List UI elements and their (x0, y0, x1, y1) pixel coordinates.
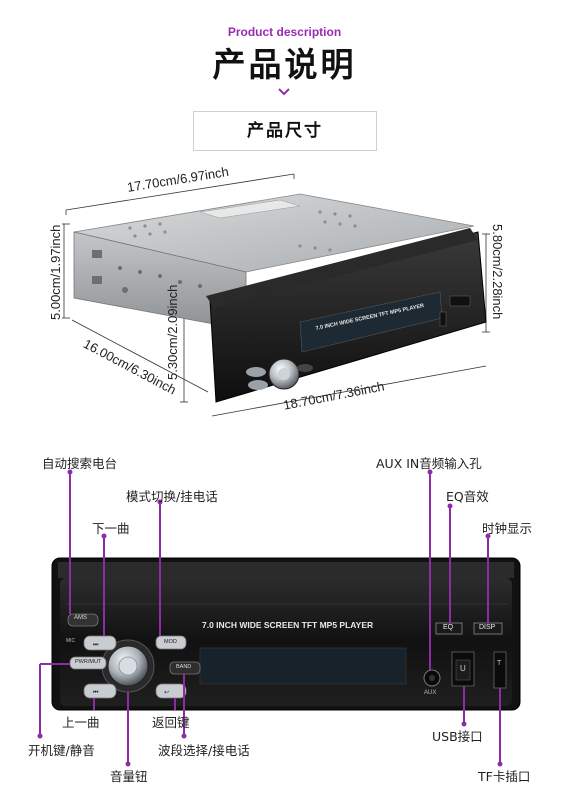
product-description-label: Product description (227, 25, 342, 39)
svg-text:↩: ↩ (164, 690, 169, 696)
dim-right-height: 5.80cm/2.28inch (490, 224, 505, 320)
callout-next-track: 下一曲 (92, 521, 130, 536)
aux-label: AUX (424, 690, 437, 696)
callout-mode-switch: 模式切换/挂电话 (126, 489, 218, 504)
callout-power-mute: 开机键/静音 (28, 743, 95, 758)
eq-button[interactable]: EQ (443, 624, 454, 631)
usb-mark: U (460, 664, 466, 673)
dim-panel-height: 5.30cm/2.09inch (165, 284, 180, 380)
ams-button[interactable]: AMS (74, 615, 88, 621)
mic-label: MIC (66, 638, 76, 644)
page-title: 产品说明 (212, 45, 357, 84)
svg-text:⏭: ⏭ (93, 642, 99, 648)
tf-mark: T (497, 660, 502, 667)
callout-auto-search: 自动搜索电台 (42, 456, 118, 471)
dimension-lines (62, 173, 490, 417)
screen-label: 7.0 INCH WIDE SCREEN TFT MP5 PLAYER (202, 620, 374, 630)
svg-text:⏮: ⏮ (93, 690, 99, 696)
callout-lines (39, 472, 501, 764)
section-title-dimensions: 产品尺寸 (193, 111, 377, 151)
mod-button[interactable]: MOD (164, 639, 177, 645)
callout-volume: 音量钮 (110, 769, 148, 784)
device-front-view: ⏭ ⏮ ↩ (51, 557, 521, 711)
callout-clock: 时钟显示 (482, 521, 533, 536)
front-panel-angled: 7.0 INCH WIDE SCREEN TFT MP5 PLAYER (206, 228, 487, 403)
chevron-down-icon (278, 88, 290, 96)
callout-back: 返回键 (152, 715, 190, 730)
callout-eq: EQ音效 (446, 489, 489, 504)
chassis (73, 193, 475, 331)
callout-aux-in: AUX IN音频输入孔 (376, 456, 482, 471)
band-button[interactable]: BAND (176, 664, 192, 670)
callout-tf: TF卡插口 (478, 769, 531, 784)
callout-usb: USB接口 (432, 729, 483, 744)
pwr-mut-button[interactable]: PWR/MUT (75, 659, 102, 665)
disp-button[interactable]: DISP (479, 624, 496, 631)
dim-left-height: 5.00cm/1.97inch (48, 224, 63, 320)
callout-prev-track: 上一曲 (62, 715, 100, 730)
callout-band-answer: 波段选择/接电话 (158, 743, 250, 758)
callout-dots (37, 469, 503, 767)
